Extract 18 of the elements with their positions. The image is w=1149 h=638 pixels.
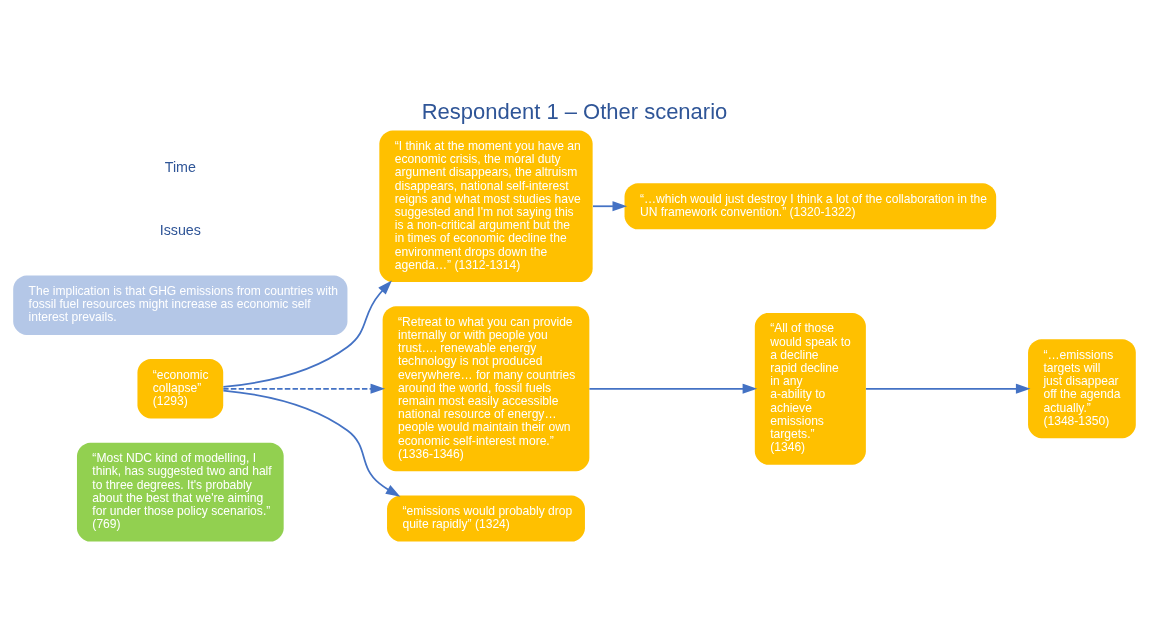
arrow xyxy=(222,389,401,497)
node-box: “…emissions targets will just disappear off the agenda actually.” (1348-1350) xyxy=(1028,338,1136,438)
label: Time xyxy=(164,158,196,175)
arrow xyxy=(592,200,628,211)
diagram-title: Respondent 1 – Other scenario xyxy=(421,98,728,124)
node-box: The implication is that GHG emissions from countries with fossil fuel resources might increase as economic self interest prevails. xyxy=(13,275,348,335)
node-box: “Retreat to what you can provide internally or with people you trust…. renewable energy technology is not produced everywhere… for many countries around the world, fossil fuels remain most easily accessible national resource of energy… people would maintain their own economic self-interest more.” (1336-1346) xyxy=(382,305,590,471)
node-box: “I think at the moment you have an economic crisis, the moral duty argument disappears, the altruism disappears, national self-interest reigns and what most studies have suggested and I'm not saying this is a non-critical argument but the in times of economic decline the environment drops down the agenda…” (1312-1314) xyxy=(379,129,593,282)
node-box: “All of those would speak to a decline rapid decline in any a-ability to achieve emissions targets.” (1346) xyxy=(754,312,866,465)
node-box: “Most NDC kind of modelling, I think, has suggested two and half to three degrees. It's probably about the best that we're aiming for under those policy scenarios.” (769) xyxy=(76,442,284,542)
arrow xyxy=(222,383,386,394)
arrow xyxy=(222,279,392,388)
node-box: “economic collapse” (1293) xyxy=(137,358,224,418)
arrow xyxy=(588,383,758,394)
label: Issues xyxy=(159,221,201,238)
node-box: “…which would just destroy I think a lot of the collaboration in the UN framework convention.” (1320-1322) xyxy=(624,182,997,229)
arrow xyxy=(865,383,1031,394)
node-box: “emissions would probably drop quite rapidly” (1324) xyxy=(387,494,585,542)
